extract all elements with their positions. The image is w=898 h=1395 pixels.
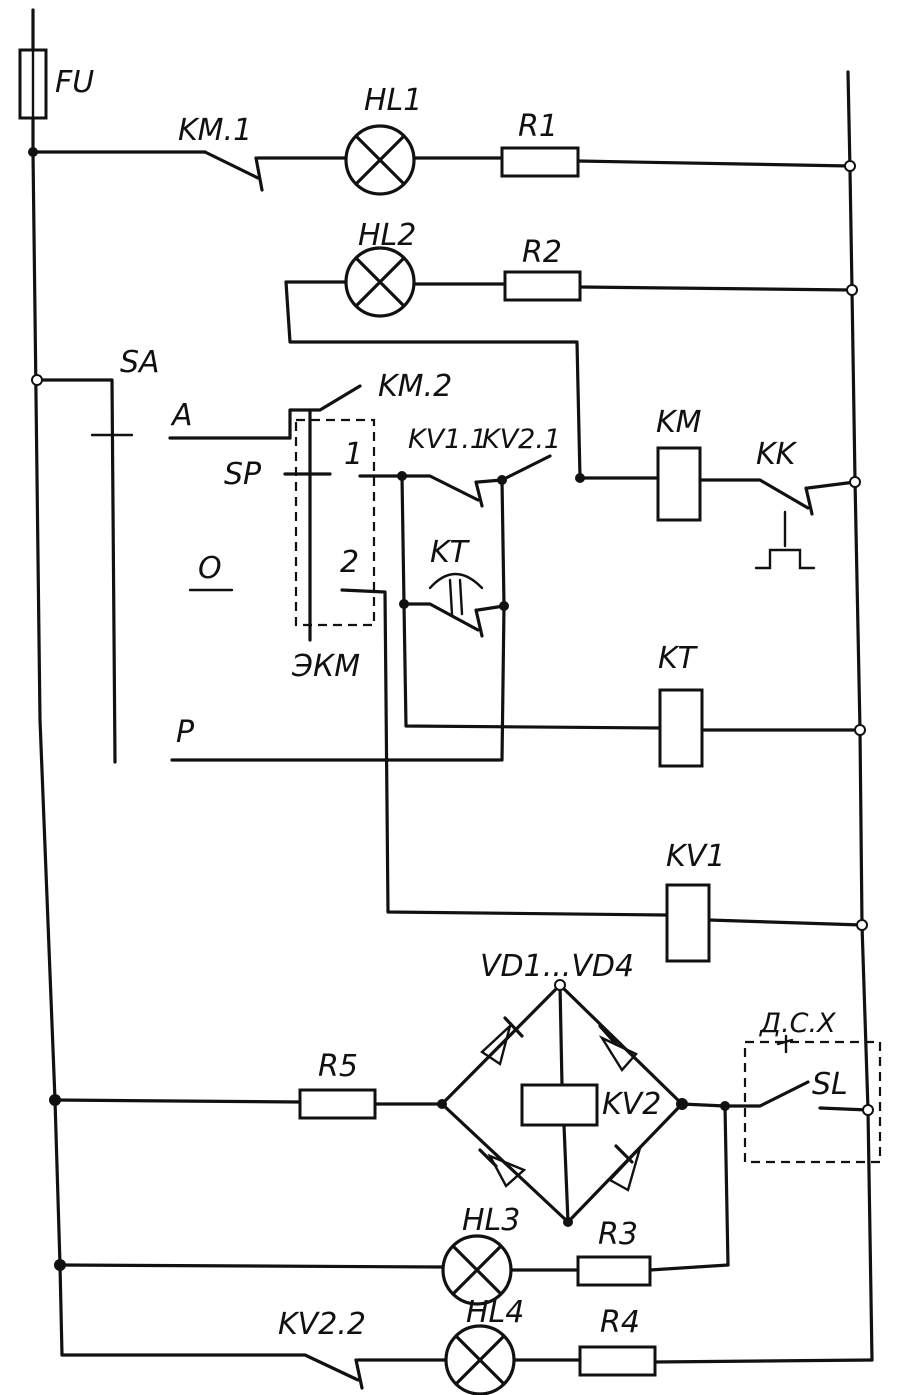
label-hl4: HL4 bbox=[466, 1295, 524, 1330]
label-o: O bbox=[198, 551, 222, 586]
label-r2: R2 bbox=[522, 235, 562, 270]
label-sa: SA bbox=[120, 345, 160, 380]
label-ekm: ЭКМ bbox=[291, 649, 360, 684]
coil-kv1 bbox=[665, 883, 711, 963]
row-kv1 bbox=[707, 918, 864, 927]
label-kk: KK bbox=[756, 437, 798, 472]
row-hl1 bbox=[31, 150, 852, 192]
fuse-fu bbox=[18, 48, 48, 120]
diode-vd2 bbox=[598, 1024, 638, 1073]
label-sp: SP bbox=[224, 457, 262, 492]
label-kv2: KV2 bbox=[602, 1087, 661, 1122]
label-r3: R3 bbox=[598, 1217, 638, 1252]
lamp-hl2 bbox=[344, 246, 416, 318]
level-sensor-sl bbox=[723, 1034, 882, 1267]
right-supply-rail bbox=[846, 70, 874, 1362]
label-kt-coil: KT bbox=[658, 641, 699, 676]
resistor-r2 bbox=[503, 270, 582, 302]
label-hl3: HL3 bbox=[462, 1203, 520, 1238]
label-kt-contact: KT bbox=[430, 535, 471, 570]
coil-km bbox=[656, 446, 702, 522]
relay-coil-kv2 bbox=[520, 1083, 599, 1127]
contact-km2 bbox=[288, 384, 362, 642]
row-hl4 bbox=[60, 1353, 874, 1390]
left-supply-rail bbox=[31, 8, 64, 1357]
lamp-hl4 bbox=[444, 1324, 516, 1395]
label-sl: SL bbox=[812, 1067, 848, 1102]
timer-contact-kt bbox=[402, 572, 506, 638]
switch-sa bbox=[35, 378, 502, 764]
label-dsx: Д.С.Х bbox=[759, 1008, 836, 1039]
row-hl2 bbox=[284, 280, 854, 480]
coil-kt bbox=[658, 688, 704, 768]
label-a: A bbox=[170, 398, 193, 433]
resistor-r3 bbox=[576, 1255, 652, 1287]
label-kv11: KV1.1 bbox=[408, 424, 487, 455]
junction-nodes bbox=[28, 147, 874, 1271]
row-hl3 bbox=[58, 1263, 730, 1272]
label-vd: VD1...VD4 bbox=[480, 949, 634, 984]
label-contact-1: 1 bbox=[344, 437, 363, 472]
label-kv21: KV2.1 bbox=[482, 424, 561, 455]
resistor-r1 bbox=[500, 146, 580, 178]
resistor-r4 bbox=[578, 1345, 657, 1377]
label-km1: KM.1 bbox=[178, 113, 252, 148]
diode-vd3 bbox=[478, 1148, 527, 1188]
manometer-ekm bbox=[283, 418, 667, 917]
label-hl2: HL2 bbox=[358, 218, 416, 253]
diode-vd4 bbox=[608, 1144, 642, 1192]
label-km: KM bbox=[656, 405, 702, 440]
row-kt bbox=[402, 602, 862, 762]
label-r1: R1 bbox=[518, 109, 558, 144]
label-kv22: KV2.2 bbox=[278, 1307, 366, 1342]
label-r4: R4 bbox=[600, 1305, 640, 1340]
label-hl1: HL1 bbox=[364, 83, 422, 118]
row-bridge bbox=[53, 1098, 727, 1108]
diode-vd1 bbox=[480, 1016, 524, 1066]
lamp-hl1 bbox=[344, 124, 416, 196]
resistor-r5 bbox=[298, 1088, 377, 1120]
label-fu: FU bbox=[55, 65, 94, 100]
row-km bbox=[578, 476, 857, 570]
label-r5: R5 bbox=[318, 1049, 358, 1084]
label-kv1: KV1 bbox=[666, 839, 725, 874]
lamp-hl3 bbox=[441, 1234, 513, 1306]
label-p: P bbox=[176, 715, 195, 750]
label-km2: KM.2 bbox=[378, 369, 452, 404]
label-contact-2: 2 bbox=[340, 545, 359, 580]
